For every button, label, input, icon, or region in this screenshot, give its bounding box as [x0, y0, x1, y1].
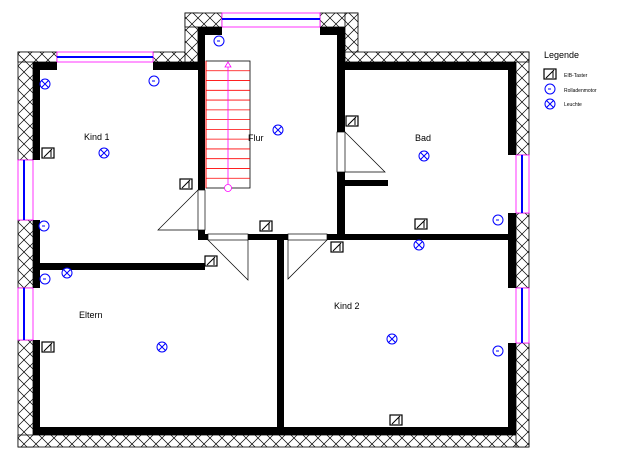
shutter-motor-icon	[38, 220, 50, 232]
window-eltern-left	[17, 287, 34, 341]
eib-switch-icon	[543, 68, 557, 80]
eib-switch-icon	[41, 341, 55, 353]
shutter-motor-icon	[492, 214, 504, 226]
shutter-motor-icon	[39, 273, 51, 285]
eib-switch-icon	[330, 241, 344, 253]
room-label-kind2: Kind 2	[334, 301, 360, 311]
shutter-motor-icon	[492, 345, 504, 357]
room-labels: Kind 1 Flur Bad Eltern Kind 2	[79, 132, 431, 320]
light-icon	[386, 333, 398, 345]
shutter-motor-icon	[148, 75, 160, 87]
window-bad-right	[515, 154, 530, 214]
door-kind2	[287, 233, 328, 280]
light-icon	[418, 150, 430, 162]
light-icon	[61, 267, 73, 279]
stair-start-icon	[224, 184, 232, 192]
electrical-symbols	[38, 35, 504, 426]
eib-switch-icon	[41, 147, 55, 159]
light-icon	[39, 78, 51, 90]
windows	[17, 12, 530, 344]
window-kind1-top	[56, 51, 154, 63]
legend: Legende EIB-Taster Rolladenmotor Leuchte	[543, 50, 597, 110]
walls	[33, 27, 516, 435]
light-icon	[156, 341, 168, 353]
window-kind2-right	[515, 287, 530, 344]
room-label-eltern: Eltern	[79, 310, 103, 320]
door-bad	[336, 131, 386, 173]
eib-switch-icon	[389, 414, 403, 426]
stair-arrow-icon	[224, 61, 232, 68]
light-icon	[413, 239, 425, 251]
door-kind1	[157, 189, 206, 231]
staircase	[205, 60, 251, 192]
room-label-kind1: Kind 1	[84, 132, 110, 142]
window-flur-top	[221, 12, 321, 28]
eib-switch-icon	[345, 115, 359, 127]
eib-switch-icon	[414, 218, 428, 230]
light-icon	[544, 98, 556, 110]
light-icon	[98, 147, 110, 159]
doors	[157, 131, 386, 281]
shutter-motor-icon	[544, 83, 556, 95]
window-kind1-left	[17, 159, 34, 221]
legend-title: Legende	[544, 50, 579, 60]
room-label-flur: Flur	[248, 133, 264, 143]
room-label-bad: Bad	[415, 133, 431, 143]
door-eltern	[207, 233, 249, 281]
light-icon	[272, 124, 284, 136]
legend-label-motor: Rolladenmotor	[564, 88, 597, 94]
eib-switch-icon	[179, 178, 193, 190]
eib-switch-icon	[204, 255, 218, 267]
insulation-layer	[17, 12, 530, 448]
eib-switch-icon	[259, 220, 273, 232]
shutter-motor-icon	[213, 35, 225, 47]
legend-label-light: Leuchte	[564, 102, 582, 108]
legend-label-eib: EIB-Taster	[564, 73, 588, 79]
